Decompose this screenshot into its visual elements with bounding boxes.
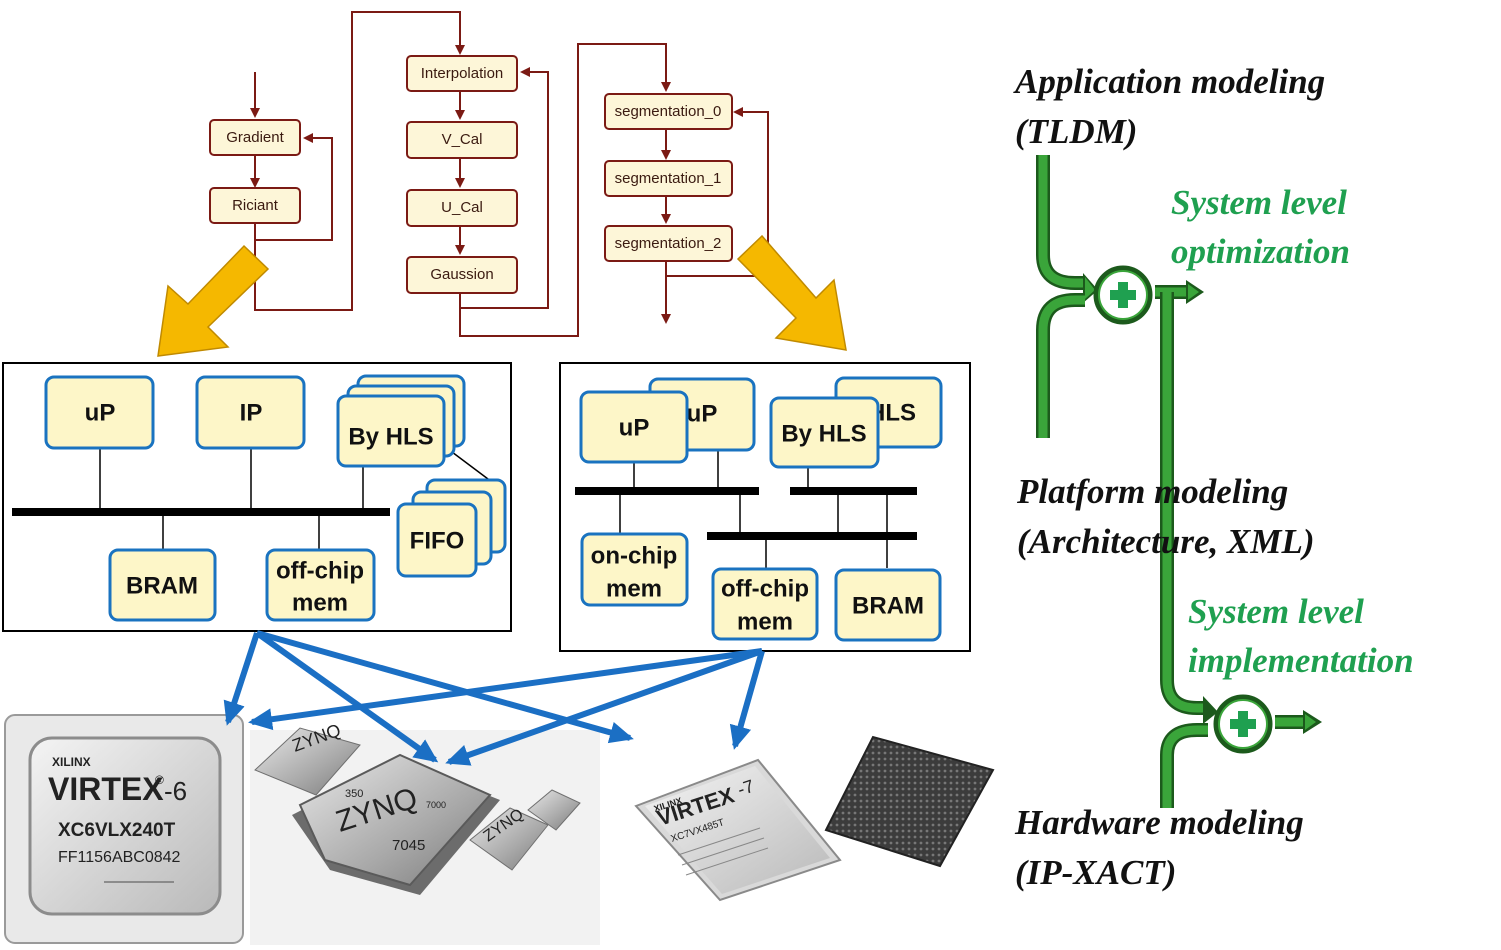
component-label: IP xyxy=(240,399,263,426)
component-up: uP xyxy=(44,375,155,450)
flow-node-label: U_Cal xyxy=(441,199,483,216)
flow-node-segmentation-1: segmentation_1 xyxy=(604,160,733,197)
component-label: off-chip xyxy=(721,575,809,602)
component-label: off-chip xyxy=(276,557,364,584)
component-up-front: uP xyxy=(579,390,689,464)
pipe-application xyxy=(1036,155,1098,303)
pipe-platform xyxy=(1036,293,1085,438)
mapping-arrow-right xyxy=(736,234,847,351)
component-label: mem xyxy=(606,575,662,602)
chip-virtex7: XILINX VIRTEX -7 XC7VX485T xyxy=(634,758,842,902)
component-offchip-mem: off-chip mem xyxy=(265,548,376,622)
component-onchip-mem: on-chip mem xyxy=(580,532,689,607)
component-by-hls-stack: By HLS xyxy=(336,374,466,468)
flow-node-label: Gradient xyxy=(226,129,284,146)
chip-number-label: -6 xyxy=(164,776,187,806)
flow-node-label: Riciant xyxy=(232,197,279,214)
platform-right: uP uP HLS By HLS on-chip mem off-chip me… xyxy=(559,362,971,652)
flow-node-segmentation-2: segmentation_2 xyxy=(604,225,733,262)
chip-code-label: FF1156ABC0842 xyxy=(58,849,181,866)
platform-modeling-title: Platform modeling xyxy=(1016,472,1288,511)
application-modeling-title: Application modeling xyxy=(1013,62,1325,101)
flow-node-u-cal: U_Cal xyxy=(406,189,518,227)
component-label: BRAM xyxy=(852,592,924,619)
flow-node-label: Interpolation xyxy=(421,65,504,82)
plus-icon xyxy=(1213,694,1273,754)
platform-modeling-subtitle: (Architecture, XML) xyxy=(1017,522,1314,561)
application-modeling-subtitle: (TLDM) xyxy=(1015,112,1137,151)
flow-node-riciant: Riciant xyxy=(209,187,301,224)
flow-node-gaussion: Gaussion xyxy=(406,256,518,294)
component-label: uP xyxy=(619,414,650,441)
flow-node-label: Gaussion xyxy=(430,266,493,283)
component-label: mem xyxy=(292,589,348,616)
system-optimization-label: optimization xyxy=(1171,232,1350,271)
component-label: uP xyxy=(687,400,718,427)
chip-part-label: XC6VLX240T xyxy=(58,820,176,841)
blue-arrows xyxy=(223,630,765,766)
system-implementation-label: System level xyxy=(1188,592,1364,631)
component-label: By HLS xyxy=(348,423,433,450)
chip-virtex6: XILINX VIRTEX ® -6 XC6VLX240T FF1156ABC0… xyxy=(4,714,244,944)
flow-node-v-cal: V_Cal xyxy=(406,121,518,159)
component-label: BRAM xyxy=(126,572,198,599)
chip-registered-mark: ® xyxy=(155,773,164,787)
component-label: FIFO xyxy=(410,527,465,554)
pipe-implementation-out xyxy=(1275,710,1322,734)
component-fifo-stack: FIFO xyxy=(396,478,507,578)
system-optimization-label: System level xyxy=(1171,183,1347,222)
component-by-hls: By HLS xyxy=(769,396,880,469)
component-offchip-mem: off-chip mem xyxy=(711,567,819,641)
chip-name-label: VIRTEX xyxy=(48,771,164,807)
hardware-modeling-title: Hardware modeling xyxy=(1014,803,1304,842)
component-label: mem xyxy=(737,608,793,635)
component-label: on-chip xyxy=(591,542,678,569)
flow-node-label: V_Cal xyxy=(442,131,483,148)
component-bram: BRAM xyxy=(108,548,217,622)
flow-node-label: segmentation_1 xyxy=(615,170,722,187)
pipe-optimization-to-implementation xyxy=(1160,292,1218,724)
chip-number-label: 7045 xyxy=(392,837,425,854)
system-implementation-label: implementation xyxy=(1188,641,1414,680)
component-label: By HLS xyxy=(781,420,866,447)
pipe-hardware xyxy=(1160,723,1208,808)
chip-series-label: 7000 xyxy=(426,800,446,810)
chip-top-label: 350 xyxy=(345,788,363,800)
flow-node-label: segmentation_2 xyxy=(615,235,722,252)
flow-node-gradient: Gradient xyxy=(209,119,301,156)
chip-zynq-group: ZYNQ ZYNQ 350 ZYNQ 7000 7045 xyxy=(250,720,600,945)
flow-node-segmentation-0: segmentation_0 xyxy=(604,93,733,130)
mapping-arrow-left xyxy=(157,244,270,357)
chip-number-label: -7 xyxy=(735,776,756,800)
component-bram: BRAM xyxy=(834,568,942,642)
platform-left: uP IP By HLS FIFO BRAM off-chip mem xyxy=(2,362,512,632)
flow-node-label: segmentation_0 xyxy=(615,103,722,120)
modeling-flow: Application modeling (TLDM) System level… xyxy=(1013,62,1414,892)
application-flow: Gradient Riciant Interpolation V_Cal U_C… xyxy=(209,11,769,337)
chip-bga-package xyxy=(824,735,995,868)
plus-icon xyxy=(1093,265,1153,325)
flow-node-interpolation: Interpolation xyxy=(406,55,518,92)
hardware-modeling-subtitle: (IP-XACT) xyxy=(1015,853,1176,892)
component-ip: IP xyxy=(195,375,306,450)
chip-brand-label: XILINX xyxy=(52,755,91,769)
component-label: uP xyxy=(85,399,116,426)
